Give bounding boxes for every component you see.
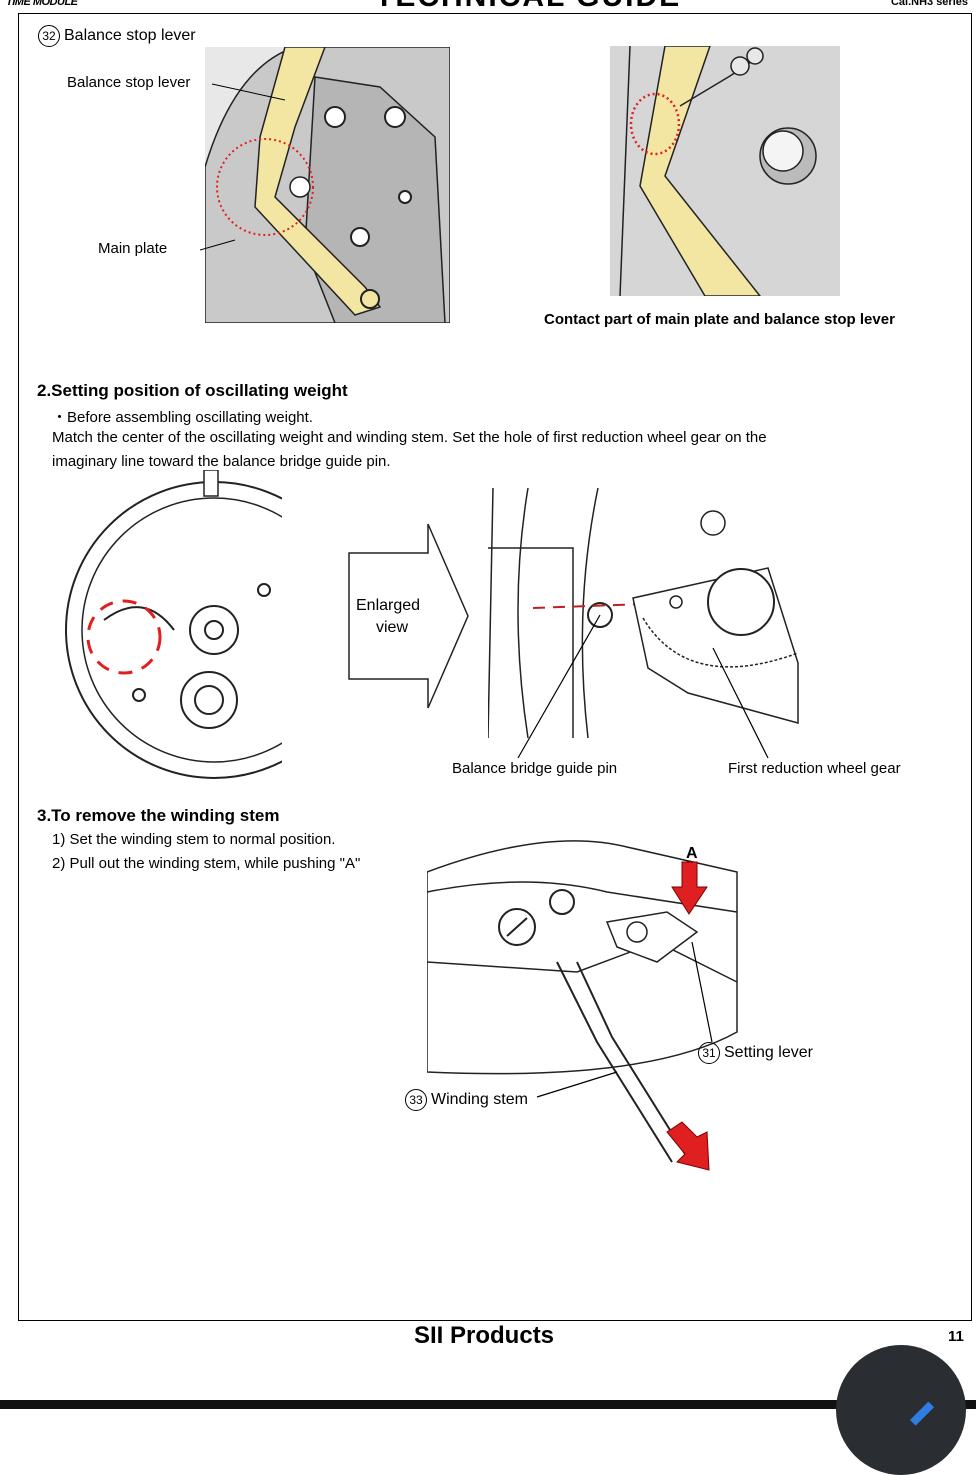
section2-bullet: ・Before assembling oscillating weight. — [52, 409, 313, 426]
contact-caption: Contact part of main plate and balance s… — [544, 311, 895, 328]
winding-stem-text: Winding stem — [431, 1091, 528, 1109]
setting-lever-text: Setting lever — [724, 1044, 813, 1062]
label-balance-stop-lever: Balance stop lever — [67, 74, 191, 91]
section2-line1: Match the center of the oscillating weig… — [52, 429, 767, 446]
enlarged-detail-figure — [488, 488, 799, 759]
arrow-label-enlarged: Enlarged — [356, 597, 421, 614]
section3-step1: 1) Set the winding stem to normal positi… — [52, 831, 336, 848]
header-logo: TIME MODULE — [6, 0, 78, 8]
part-number-badge: 31 — [698, 1042, 720, 1064]
winding-stem-figure — [427, 840, 738, 1171]
contact-part-figure — [610, 46, 840, 296]
leader-lines — [200, 83, 286, 251]
page-frame — [18, 13, 972, 1321]
part-number-badge: 33 — [405, 1089, 427, 1111]
section2-line2: imaginary line toward the balance bridge… — [52, 453, 391, 470]
section32-title: Balance stop lever — [64, 27, 196, 45]
movement-overview-figure — [65, 470, 282, 779]
edit-fab-button[interactable] — [836, 1345, 966, 1475]
label-first-reduction-wheel-gear: First reduction wheel gear — [728, 760, 901, 777]
header-title: TECHNICAL GUIDE — [375, 0, 681, 14]
header-model: Cal.NH3 series — [890, 0, 968, 8]
enlarged-view-arrow — [348, 523, 469, 709]
balance-stop-lever-figure — [205, 47, 450, 323]
section2-title: 2.Setting position of oscillating weight — [37, 381, 348, 400]
bottom-bar — [0, 1400, 976, 1409]
section3-step2: 2) Pull out the winding stem, while push… — [52, 855, 361, 872]
label-main-plate: Main plate — [98, 240, 168, 257]
label-push-point-a: A — [686, 845, 698, 862]
page-number: 11 — [948, 1328, 964, 1345]
footer-brand: SII Products — [414, 1322, 555, 1349]
arrow-label-view: view — [376, 619, 409, 636]
label-balance-bridge-guide-pin: Balance bridge guide pin — [452, 760, 618, 777]
section3-title: 3.To remove the winding stem — [37, 806, 280, 825]
step-number-badge: 32 — [38, 25, 60, 47]
